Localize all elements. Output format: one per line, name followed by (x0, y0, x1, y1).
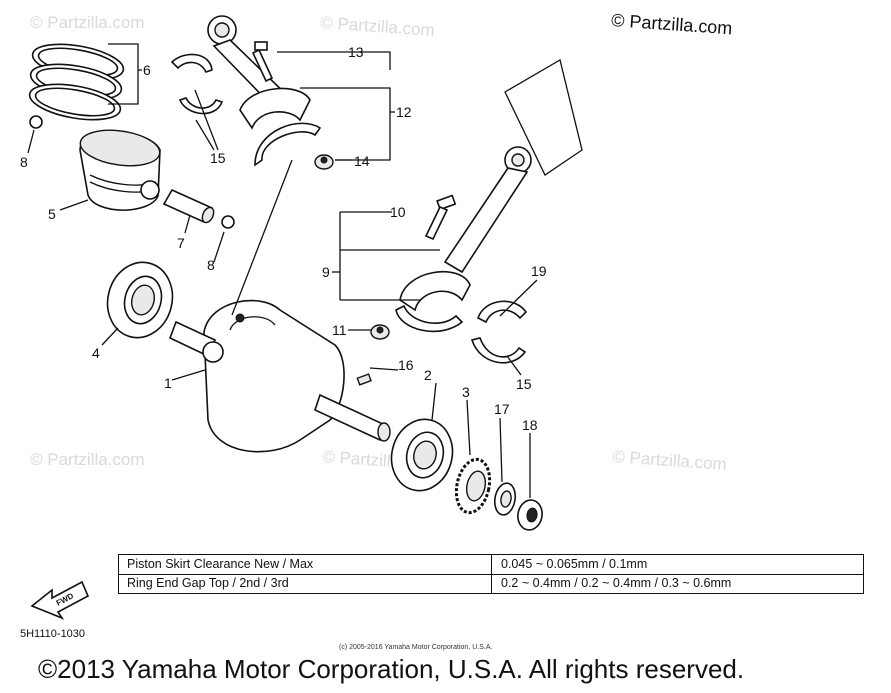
crankshaft[interactable] (168, 299, 391, 453)
woodruff-key[interactable] (356, 373, 372, 386)
spec-value: 0.045 ~ 0.065mm / 0.1mm (501, 557, 648, 571)
watermark-bottom-left: © Partzilla.com (30, 450, 145, 469)
spec-table: Piston Skirt Clearance New / Max 0.045 ~… (118, 554, 864, 594)
crank-nut[interactable] (516, 498, 545, 532)
watermark-bottom-right: © Partzilla.com (612, 447, 728, 474)
rod-bolt-lower[interactable] (424, 194, 457, 241)
diagram-code: 5H1110-1030 (20, 628, 86, 640)
callout-6: 6 (143, 62, 151, 78)
watermark-top-center: © Partzilla.com (320, 13, 436, 40)
callout-14: 14 (354, 153, 370, 169)
callout-17: 17 (494, 401, 510, 417)
callout-9: 9 (322, 264, 330, 280)
crank-gear[interactable] (452, 456, 495, 515)
rod-bearing-upper[interactable] (170, 53, 224, 115)
small-copyright: (c) 2005-2016 Yamaha Motor Corporation, … (339, 644, 493, 651)
rod-bearing-lower[interactable] (470, 300, 528, 364)
rod-bolt[interactable] (251, 41, 274, 83)
circlip-upper[interactable] (29, 115, 43, 129)
rod-nut[interactable] (314, 154, 334, 170)
leader-lines (27, 43, 538, 498)
forward-arrow-icon: FWD (30, 580, 90, 620)
callout-15-lower: 15 (516, 376, 532, 392)
spec-row-ring-end-gap: Ring End Gap Top / 2nd / 3rd 0.2 ~ 0.4mm… (119, 574, 863, 593)
footer-copyright: ©2013 Yamaha Motor Corporation, U.S.A. A… (38, 654, 745, 684)
callout-2: 2 (424, 367, 432, 383)
cylinder-outline (504, 59, 583, 176)
main-bearing-left[interactable] (99, 255, 180, 345)
callout-4: 4 (92, 345, 100, 361)
callout-3: 3 (462, 384, 470, 400)
callout-8-lower: 8 (207, 257, 215, 273)
connecting-rod-upper[interactable] (207, 15, 322, 167)
callout-5: 5 (48, 206, 56, 222)
callout-18: 18 (522, 417, 538, 433)
callout-7: 7 (177, 235, 185, 251)
callout-19: 19 (531, 263, 547, 279)
washer[interactable] (492, 482, 517, 517)
spec-label: Piston Skirt Clearance New / Max (127, 557, 314, 571)
piston-pin[interactable] (162, 188, 216, 224)
circlip-lower[interactable] (221, 215, 235, 229)
spec-row-skirt-clearance: Piston Skirt Clearance New / Max 0.045 ~… (119, 555, 863, 575)
piston[interactable] (78, 126, 162, 211)
piston-rings[interactable] (27, 38, 126, 125)
callout-13: 13 (348, 44, 364, 60)
spec-label: Ring End Gap Top / 2nd / 3rd (127, 576, 289, 590)
callout-10: 10 (390, 204, 406, 220)
rod-nut-lower[interactable] (370, 324, 390, 340)
callout-8-upper: 8 (20, 154, 28, 170)
callout-12: 12 (396, 104, 412, 120)
callout-1: 1 (164, 375, 172, 391)
watermark-top-left: © Partzilla.com (30, 13, 145, 32)
callout-11: 11 (332, 322, 347, 338)
spec-value: 0.2 ~ 0.4mm / 0.2 ~ 0.4mm / 0.3 ~ 0.6mm (501, 576, 732, 590)
callout-15-upper: 15 (210, 150, 226, 166)
callout-16: 16 (398, 357, 414, 373)
main-bearing-right[interactable] (384, 412, 461, 497)
